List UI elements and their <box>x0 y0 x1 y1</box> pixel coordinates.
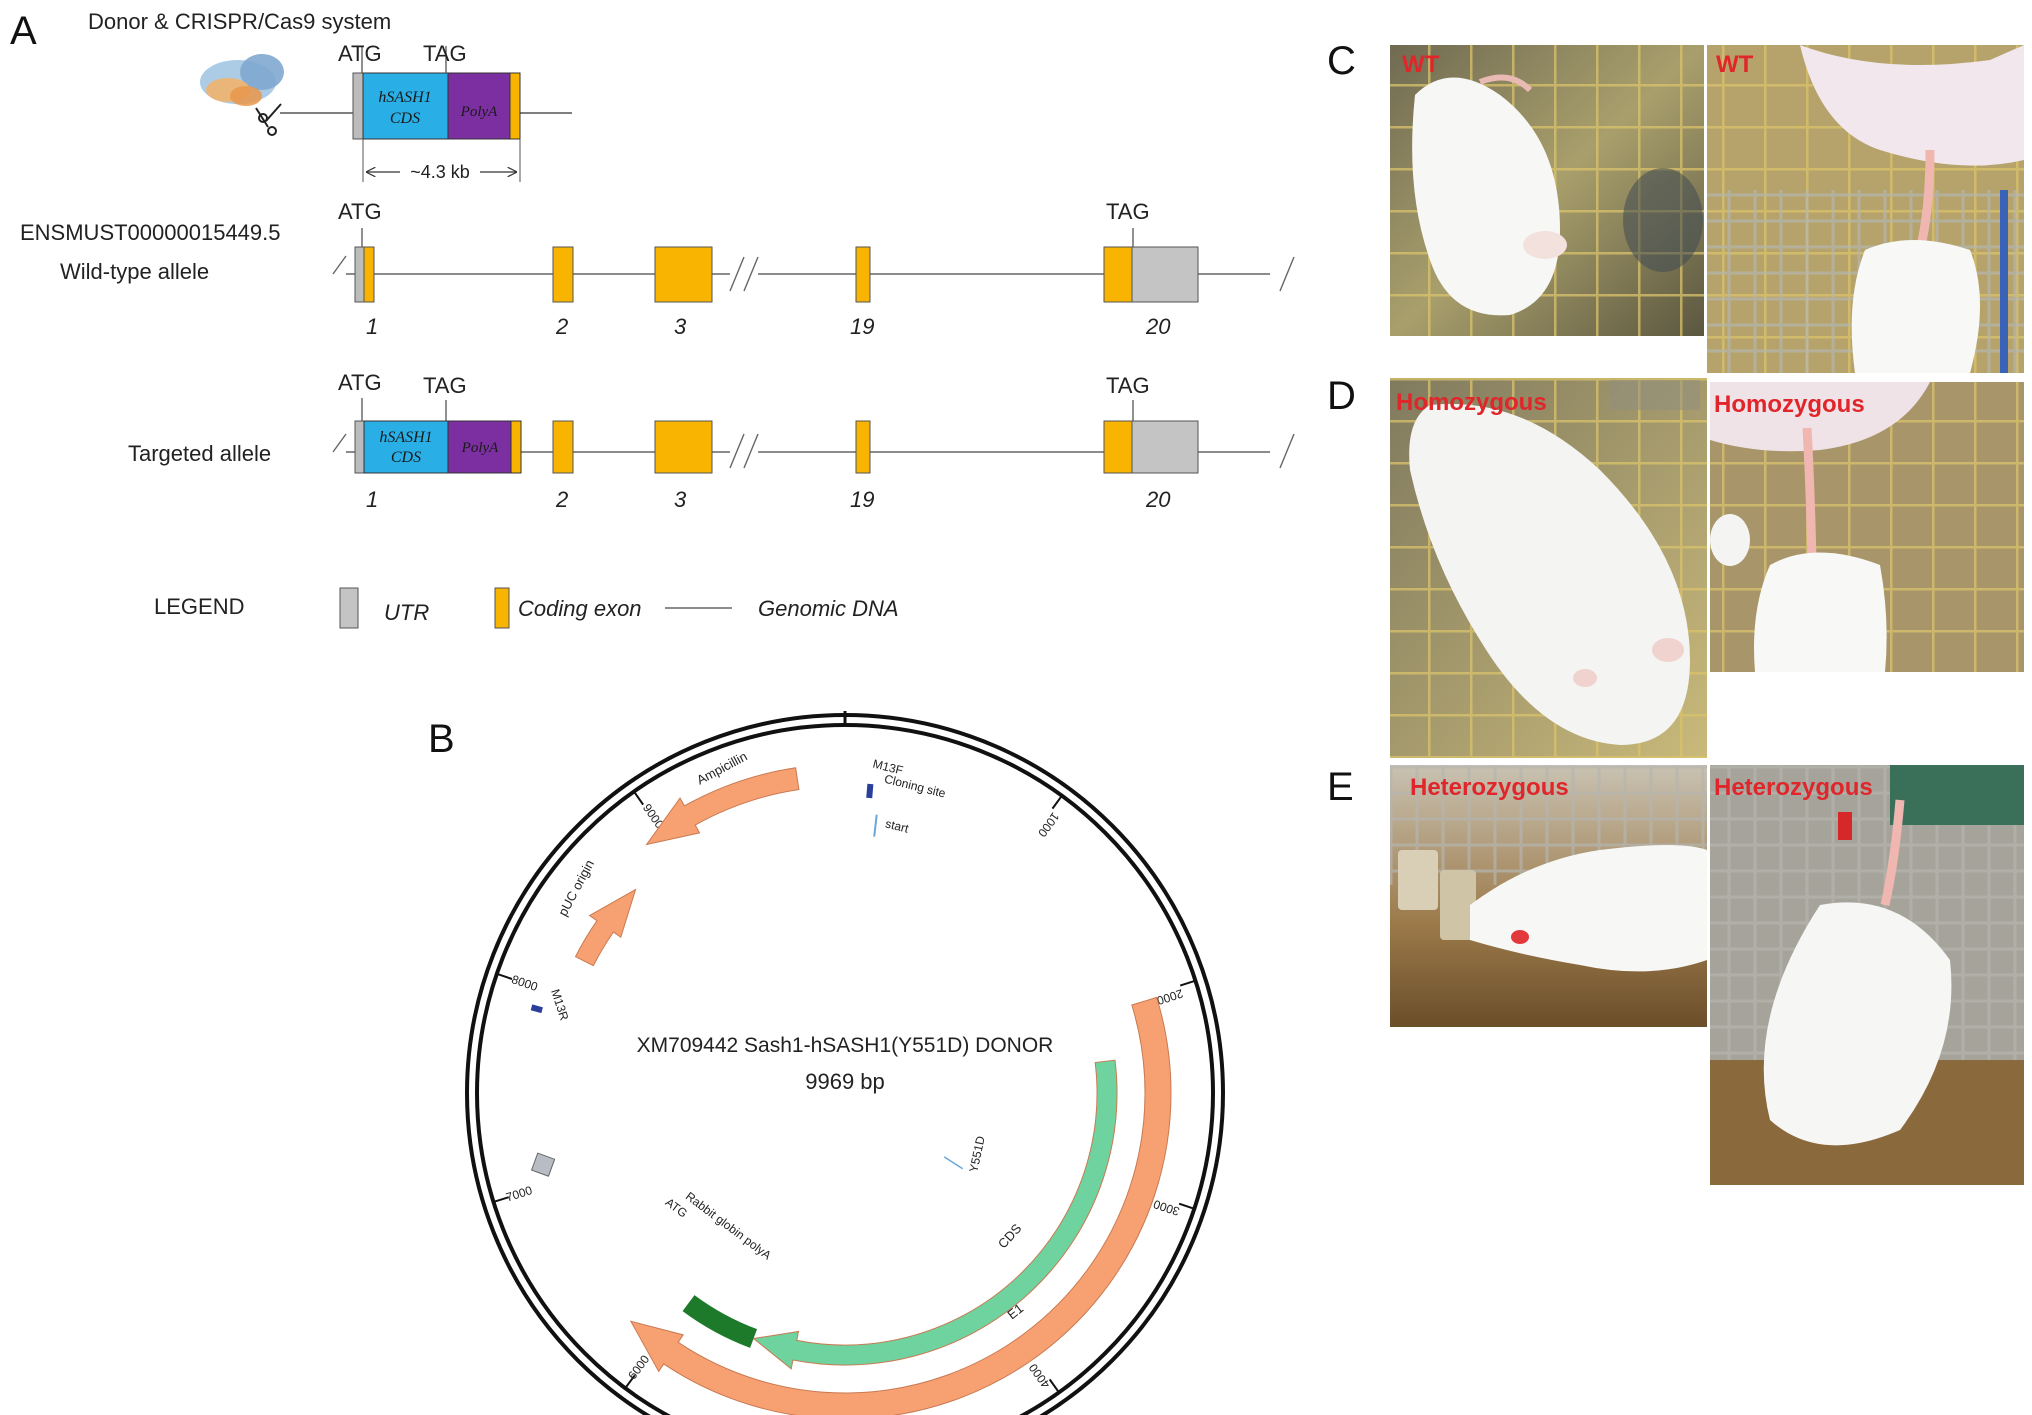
legend-utr-swatch <box>340 588 358 628</box>
tick-label-1000: 1000 <box>1035 810 1062 840</box>
tick-1000 <box>1052 796 1061 809</box>
wt-exon-3: 3 <box>674 314 687 339</box>
photo-e-right <box>1710 765 2024 1185</box>
photo-c-left <box>1390 45 1704 336</box>
m13f-marker <box>869 784 870 798</box>
donor-cds-label-1: hSASH1 <box>378 89 431 106</box>
wt-exon-2: 2 <box>555 314 568 339</box>
puc-origin-label: pUC origin <box>555 857 597 918</box>
donor-cds-label-2: CDS <box>390 110 420 127</box>
tick-8000 <box>497 974 512 979</box>
cas9-protein-icon <box>200 54 284 106</box>
polya-feature <box>683 1295 758 1348</box>
targeted-allele-label: Targeted allele <box>128 441 271 466</box>
photo-c-right <box>1707 45 2024 373</box>
legend-genomic-label: Genomic DNA <box>758 596 899 621</box>
targeted-exon-1: 1 <box>366 487 378 512</box>
plasmid-size: 9969 bp <box>805 1069 885 1094</box>
gray-feature <box>532 1153 555 1176</box>
plasmid-map: 100020003000400050006000700080009000Ampi… <box>467 711 1223 1415</box>
donor-coding-exon <box>510 73 520 139</box>
panel-label-c: C <box>1327 39 1356 83</box>
panel-label-b: B <box>428 717 455 761</box>
targeted-exon-3: 3 <box>674 487 687 512</box>
donor-utr <box>353 73 363 139</box>
m13r-label: M13R <box>548 987 571 1022</box>
wt-atg: ATG <box>338 199 382 224</box>
label-e-left: Heterozygous <box>1410 774 1569 801</box>
size-label: ~4.3 kb <box>410 162 470 182</box>
panel-label-e: E <box>1327 765 1354 809</box>
photo-d-left <box>1390 378 1707 758</box>
label-e-right: Heterozygous <box>1714 774 1873 801</box>
legend-coding-swatch <box>495 588 509 628</box>
wt-allele-track <box>333 247 1294 302</box>
donor-polya-label: PolyA <box>460 104 498 120</box>
donor-title: Donor & CRISPR/Cas9 system <box>88 9 391 34</box>
targeted-polya-label: PolyA <box>461 440 499 456</box>
legend-title: LEGEND <box>154 594 244 619</box>
wt-exon-19: 19 <box>850 314 874 339</box>
start-label: start <box>884 817 911 836</box>
tick-9000 <box>634 792 643 805</box>
wt-exon-20: 20 <box>1145 314 1171 339</box>
puc-origin-feature <box>576 890 636 966</box>
plasmid-name: XM709442 Sash1-hSASH1(Y551D) DONOR <box>637 1034 1054 1057</box>
y551d-marker <box>944 1157 962 1169</box>
targeted-tag-1: TAG <box>423 373 467 398</box>
targeted-cds-label-2: CDS <box>391 449 421 466</box>
wt-tag: TAG <box>1106 199 1150 224</box>
scissors-icon <box>256 104 281 135</box>
tick-2000 <box>1180 981 1195 986</box>
cds-label: CDS <box>995 1221 1025 1252</box>
ampicillin-feature <box>647 768 799 845</box>
tick-label-3000: 3000 <box>1151 1197 1181 1219</box>
panel-label-d: D <box>1327 374 1356 418</box>
donor-tag: TAG <box>423 41 467 66</box>
tick-label-2000: 2000 <box>1155 986 1185 1008</box>
panel-label-a: A <box>10 9 37 53</box>
label-c-left: WT <box>1402 51 1440 78</box>
legend: LEGEND UTR Coding exon Genomic DNA <box>154 588 899 628</box>
tick-label-8000: 8000 <box>510 972 540 994</box>
tick-label-6000: 6000 <box>625 1352 652 1382</box>
targeted-exon-19: 19 <box>850 487 874 512</box>
donor-cds <box>363 73 448 139</box>
label-d-left: Homozygous <box>1396 389 1547 416</box>
legend-utr-label: UTR <box>384 600 429 625</box>
wt-allele-label: Wild-type allele <box>60 259 209 284</box>
targeted-atg: ATG <box>338 370 382 395</box>
cloning-site-label: Cloning site <box>883 772 948 801</box>
donor-atg: ATG <box>338 41 382 66</box>
wt-exon-1: 1 <box>366 314 378 339</box>
start-marker <box>874 815 876 837</box>
photo-d-right <box>1710 382 2024 672</box>
legend-coding-label: Coding exon <box>518 596 642 621</box>
tick-label-4000: 4000 <box>1026 1361 1053 1391</box>
tick-label-7000: 7000 <box>504 1183 534 1204</box>
polya-label: Rabbit globin polyA <box>683 1189 774 1262</box>
transcript-id: ENSMUST00000015449.5 <box>20 220 281 245</box>
label-c-right: WT <box>1716 51 1754 78</box>
y551d-label: Y551D <box>966 1134 987 1173</box>
targeted-exon-2: 2 <box>555 487 568 512</box>
m13r-marker <box>531 1007 542 1010</box>
targeted-tag-2: TAG <box>1106 373 1150 398</box>
photo-e-left <box>1390 765 1707 1027</box>
targeted-exon-20: 20 <box>1145 487 1171 512</box>
targeted-cds-label-1: hSASH1 <box>379 429 432 446</box>
label-d-right: Homozygous <box>1714 391 1865 418</box>
